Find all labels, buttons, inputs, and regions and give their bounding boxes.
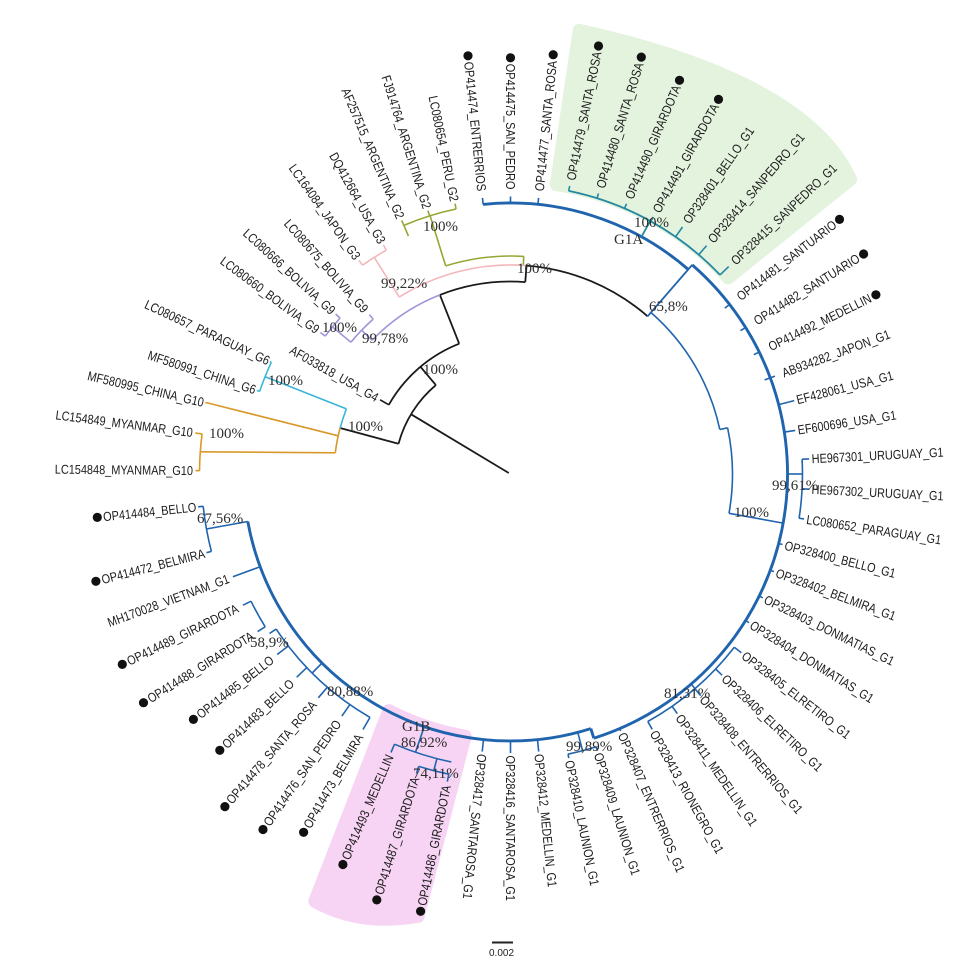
- svg-text:65,8%: 65,8%: [649, 299, 688, 315]
- svg-text:100%: 100%: [268, 373, 303, 389]
- svg-text:74,11%: 74,11%: [413, 766, 459, 782]
- svg-text:80,88%: 80,88%: [327, 684, 373, 700]
- svg-text:100%: 100%: [423, 362, 458, 378]
- svg-text:86,92%: 86,92%: [401, 735, 447, 751]
- svg-text:LC154848_MYANMAR_G10: LC154848_MYANMAR_G10: [55, 462, 193, 478]
- svg-text:0.002: 0.002: [489, 948, 514, 959]
- svg-text:100%: 100%: [634, 215, 669, 231]
- svg-text:G1B: G1B: [402, 719, 430, 735]
- svg-text:58,9%: 58,9%: [250, 635, 289, 651]
- svg-text:100%: 100%: [209, 426, 244, 442]
- svg-text:100%: 100%: [734, 505, 769, 521]
- svg-text:81,31%: 81,31%: [664, 686, 710, 702]
- svg-text:100%: 100%: [517, 261, 552, 277]
- svg-text:G1A: G1A: [614, 232, 643, 248]
- svg-text:100%: 100%: [423, 219, 458, 235]
- svg-text:OP414475_SAN_PEDRO: OP414475_SAN_PEDRO: [503, 64, 518, 190]
- svg-text:100%: 100%: [322, 320, 357, 336]
- svg-text:OP328416_SANTAROSA_G1: OP328416_SANTAROSA_G1: [503, 756, 518, 902]
- svg-text:99,22%: 99,22%: [381, 276, 427, 292]
- svg-text:99,78%: 99,78%: [362, 331, 408, 347]
- svg-text:99,89%: 99,89%: [566, 739, 612, 755]
- svg-text:67,56%: 67,56%: [197, 511, 243, 527]
- svg-text:99,61%: 99,61%: [772, 478, 818, 494]
- svg-text:100%: 100%: [348, 419, 383, 435]
